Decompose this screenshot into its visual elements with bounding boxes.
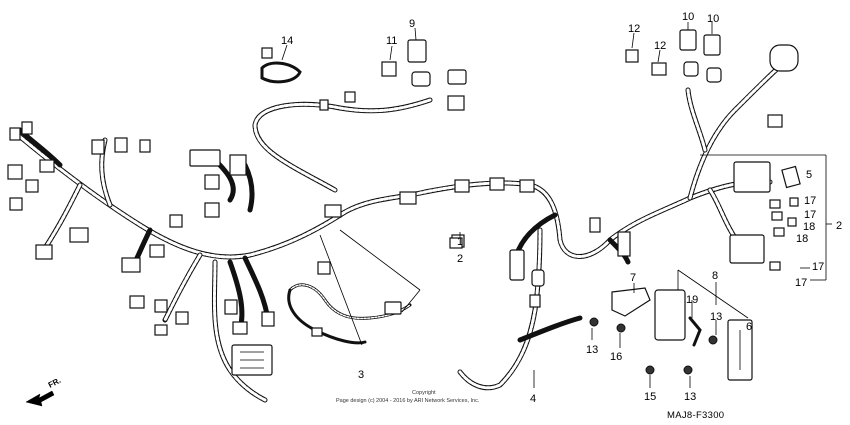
callout-18b: 18 xyxy=(796,233,808,245)
callout-8: 8 xyxy=(712,270,718,282)
front-direction-indicator: FR. xyxy=(25,376,63,407)
callout-18a: 18 xyxy=(803,221,815,233)
direction-label: FR. xyxy=(47,376,63,390)
callout-labels: 1 2 2 3 4 5 6 7 8 9 10 10 11 12 12 13 13… xyxy=(281,11,842,405)
callout-14: 14 xyxy=(281,35,293,47)
callout-11: 11 xyxy=(386,35,397,47)
fuse-block-left[interactable] xyxy=(231,344,273,376)
connector-small-1[interactable] xyxy=(449,237,463,249)
callout-12a: 12 xyxy=(628,23,640,35)
callout-3: 3 xyxy=(358,369,364,381)
callout-2: 2 xyxy=(457,253,463,265)
copyright-line-2: Page design (c) 2004 - 2016 by ARI Netwo… xyxy=(336,398,480,404)
diagram-code: MAJ8-F3300 xyxy=(667,410,724,421)
arrow-icon xyxy=(25,390,55,407)
callout-1: 1 xyxy=(457,236,463,248)
callout-17a: 17 xyxy=(804,195,816,207)
callout-12b: 12 xyxy=(654,40,666,52)
callout-7: 7 xyxy=(630,272,636,284)
callout-17d: 17 xyxy=(795,277,807,289)
callout-16: 16 xyxy=(610,351,622,363)
copyright-line-1: Copyright xyxy=(412,390,436,396)
callout-9: 9 xyxy=(409,18,415,30)
connector-group-right[interactable] xyxy=(625,29,801,271)
callout-10b: 10 xyxy=(707,13,719,25)
connector-group-left[interactable] xyxy=(7,121,275,336)
callout-17b: 17 xyxy=(804,209,816,221)
callout-19: 19 xyxy=(686,294,698,306)
callout-4: 4 xyxy=(530,393,536,405)
callout-13a: 13 xyxy=(586,344,598,356)
sub-harness-3[interactable] xyxy=(287,283,412,345)
main-wire-harness[interactable] xyxy=(15,65,781,403)
callout-10a: 10 xyxy=(682,11,694,23)
callout-13c: 13 xyxy=(684,391,696,403)
callout-13b: 13 xyxy=(710,311,722,323)
connector-group-center[interactable] xyxy=(169,149,631,308)
callout-5: 5 xyxy=(806,169,812,181)
callout-17c: 17 xyxy=(812,261,824,273)
callout-6: 6 xyxy=(746,321,752,333)
callout-2-right: 2 xyxy=(836,220,842,232)
leader-lines xyxy=(281,22,832,388)
callout-15: 15 xyxy=(644,391,656,403)
copyright-notice: Copyright Page design (c) 2004 - 2016 by… xyxy=(336,390,480,404)
connector-group-top[interactable] xyxy=(260,39,467,111)
fuse-box-parts[interactable] xyxy=(589,287,753,381)
